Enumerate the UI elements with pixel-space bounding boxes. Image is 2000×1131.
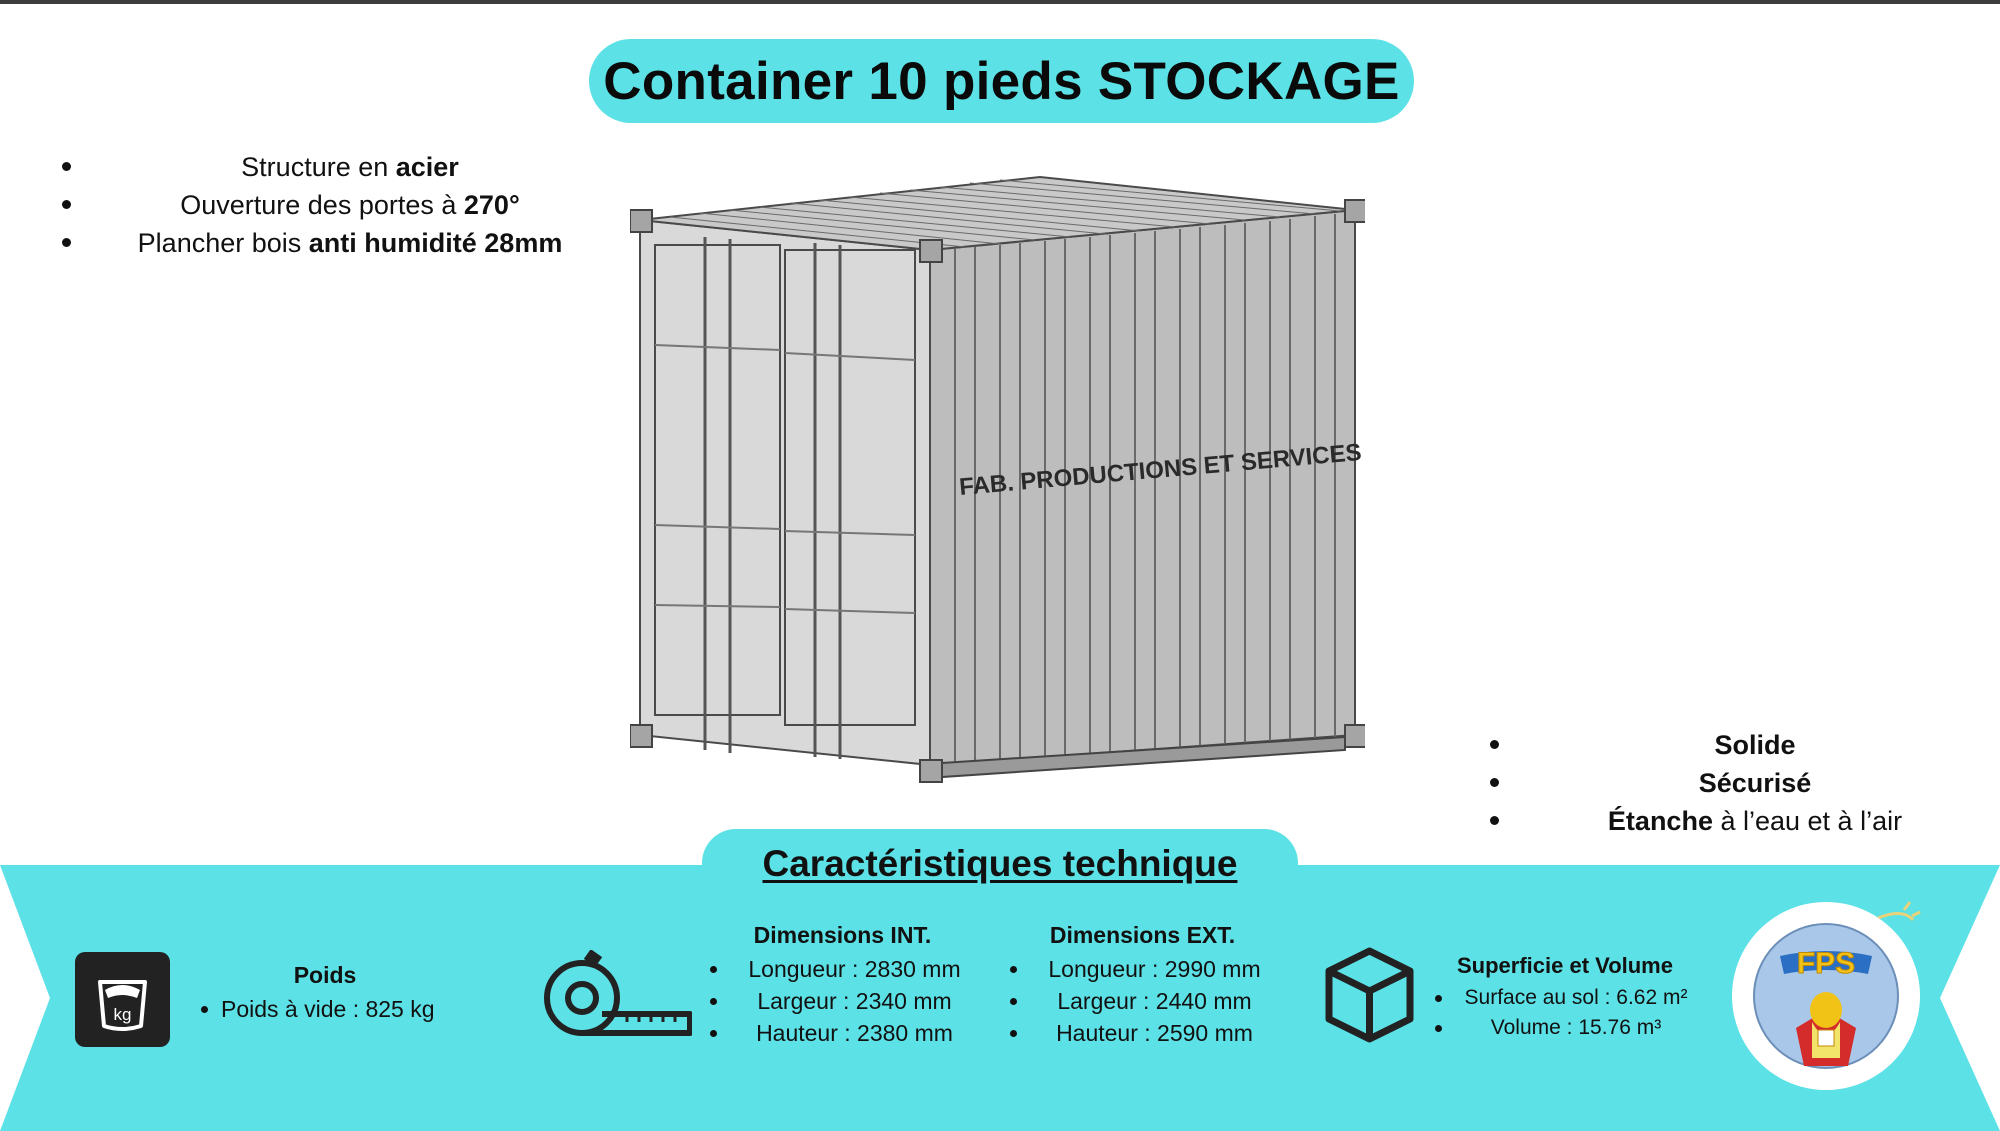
fps-logo: FPS (1728, 898, 1924, 1094)
feature-item: Solide (1460, 726, 1980, 764)
spec-item: Largeur : 2340 mm (710, 985, 975, 1017)
bullet-dot (1010, 1030, 1017, 1037)
section-title: Caractéristiques technique (762, 843, 1238, 884)
bullet-dot (1010, 966, 1017, 973)
spec-item: Hauteur : 2380 mm (710, 1017, 975, 1049)
feature-item: Étanche à l’eau et à l’air (1460, 802, 1980, 840)
bullet-dot (1435, 995, 1442, 1002)
spec-title: Dimensions EXT. (1049, 922, 1236, 948)
feature-item: Structure en acier (40, 148, 570, 186)
tape-measure-icon (542, 949, 693, 1040)
features-right-list: Solide Sécurisé Étanche à l’eau et à l’a… (1460, 726, 1980, 840)
spec-item: Longueur : 2990 mm (1010, 953, 1275, 985)
logo-text: FPS (1797, 947, 1855, 980)
bullet-dot (201, 1006, 208, 1013)
page-title: Container 10 pieds STOCKAGE (603, 51, 1400, 111)
bullet-dot (710, 1030, 717, 1037)
title-banner: Container 10 pieds STOCKAGE (589, 39, 1414, 123)
bullet-dot (1490, 816, 1499, 825)
weight-scale-icon: kg (75, 952, 170, 1047)
spec-dimensions-int: Dimensions INT. Longueur : 2830 mm Large… (710, 922, 975, 1049)
spec-title: Dimensions INT. (753, 922, 932, 948)
bullet-dot (1490, 740, 1499, 749)
spec-title: Poids (293, 962, 357, 988)
specs-section-tab: Caractéristiques technique (702, 829, 1298, 899)
bullet-dot (1435, 1025, 1442, 1032)
bullet-dot (62, 238, 71, 247)
feature-item: Ouverture des portes à 270° (40, 186, 570, 224)
bullet-dot (1490, 778, 1499, 787)
bullet-dot (1010, 998, 1017, 1005)
spec-item: Poids à vide : 825 kg (195, 993, 455, 1025)
specs-band (0, 865, 2000, 1131)
bullet-dot (710, 966, 717, 973)
features-left-list: Structure en acier Ouverture des portes … (40, 148, 570, 262)
spec-surface-volume: Superficie et Volume Surface au sol : 6.… (1435, 953, 1695, 1043)
bullet-dot (62, 162, 71, 171)
bullet-dot (710, 998, 717, 1005)
bullet-dot (62, 200, 71, 209)
cube-icon (1322, 945, 1417, 1045)
spec-item: Longueur : 2830 mm (710, 953, 975, 985)
feature-item: Sécurisé (1460, 764, 1980, 802)
spec-item: Volume : 15.76 m³ (1435, 1013, 1695, 1043)
kg-label: kg (114, 1005, 132, 1024)
container-illustration: FAB. PRODUCTIONS ET SERVICES (630, 175, 1365, 783)
feature-item: Plancher bois anti humidité 28mm (40, 224, 570, 262)
top-border (0, 0, 2000, 4)
spec-dimensions-ext: Dimensions EXT. Longueur : 2990 mm Large… (1010, 922, 1275, 1049)
spec-title: Superficie et Volume (1457, 953, 1673, 978)
spec-weight: Poids Poids à vide : 825 kg (195, 962, 455, 1025)
spec-item: Hauteur : 2590 mm (1010, 1017, 1275, 1049)
spec-item: Largeur : 2440 mm (1010, 985, 1275, 1017)
spec-item: Surface au sol : 6.62 m² (1435, 983, 1695, 1013)
